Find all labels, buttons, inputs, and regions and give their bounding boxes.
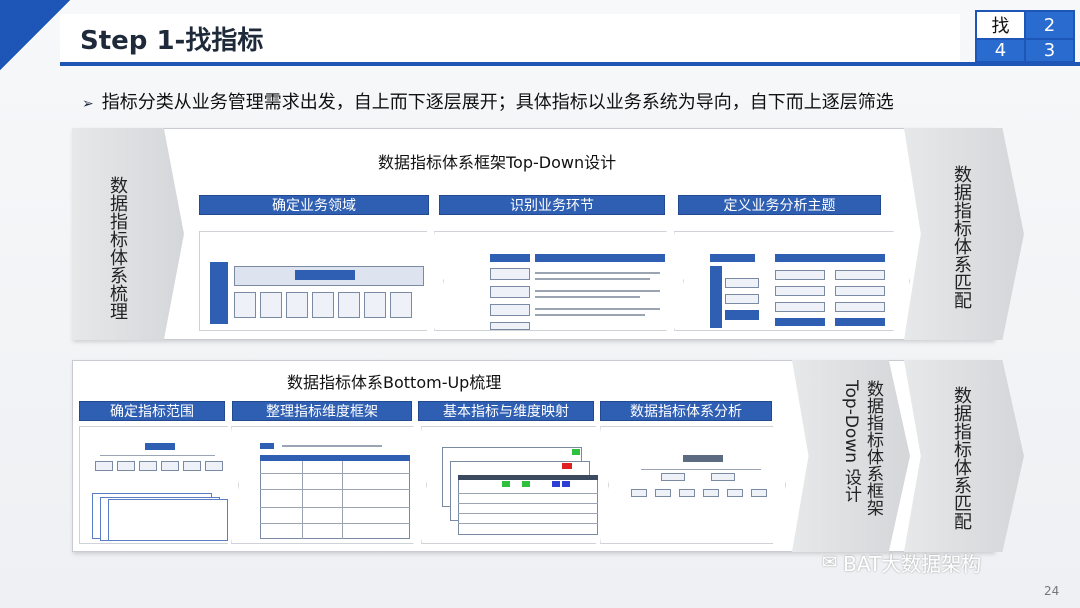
bottom-mid-label: 数据指标体系框架Top-Down 设计 bbox=[834, 380, 884, 540]
tab-indicator-mapping: 基本指标与维度映射 bbox=[418, 401, 594, 421]
bottom-right-label: 数据指标体系匹配 bbox=[948, 386, 974, 536]
top-heading: 数据指标体系框架Top-Down设计 bbox=[378, 149, 616, 173]
step-cell-4: 4 bbox=[976, 39, 1025, 62]
headline: ➢ 指标分类从业务管理需求出发，自上而下逐层展开；具体指标以业务系统为导向，自下而… bbox=[82, 88, 894, 114]
step-grid: 找 2 4 3 bbox=[975, 10, 1075, 62]
bullet-icon: ➢ bbox=[82, 96, 94, 112]
thumbnail-indicator-scope bbox=[79, 426, 239, 544]
title-rule bbox=[60, 62, 1080, 66]
wechat-icon: ✉ bbox=[822, 552, 837, 573]
step-cell-3: 3 bbox=[1025, 39, 1074, 62]
thumbnail-dimension-framework bbox=[231, 426, 427, 544]
top-left-label: 数据指标体系梳理 bbox=[104, 176, 130, 326]
thumbnail-system-analysis bbox=[600, 426, 786, 544]
step-cell-find: 找 bbox=[976, 11, 1025, 39]
bottom-heading: 数据指标体系Bottom-Up梳理 bbox=[287, 369, 501, 393]
step-cell-2: 2 bbox=[1025, 11, 1074, 39]
thumbnail-business-domain bbox=[199, 231, 444, 331]
watermark: ✉ BAT大数据架构 bbox=[822, 548, 981, 577]
slide-title: Step 1-找指标 bbox=[80, 20, 263, 57]
thumbnail-analysis-theme bbox=[674, 231, 910, 331]
tab-indicator-scope: 确定指标范围 bbox=[79, 401, 225, 421]
thumbnail-business-link bbox=[434, 231, 684, 331]
watermark-text: BAT大数据架构 bbox=[843, 548, 981, 577]
tab-dimension-framework: 整理指标维度框架 bbox=[232, 401, 412, 421]
thumbnail-indicator-mapping bbox=[421, 426, 609, 544]
top-right-label: 数据指标体系匹配 bbox=[948, 165, 974, 325]
page-number: 24 bbox=[1044, 584, 1059, 598]
tab-business-domain: 确定业务领域 bbox=[199, 195, 429, 215]
tab-system-analysis: 数据指标体系分析 bbox=[600, 401, 772, 421]
headline-text: 指标分类从业务管理需求出发，自上而下逐层展开；具体指标以业务系统为导向，自下而上… bbox=[102, 92, 894, 113]
tab-analysis-theme: 定义业务分析主题 bbox=[678, 195, 881, 215]
tab-business-link: 识别业务环节 bbox=[439, 195, 665, 215]
